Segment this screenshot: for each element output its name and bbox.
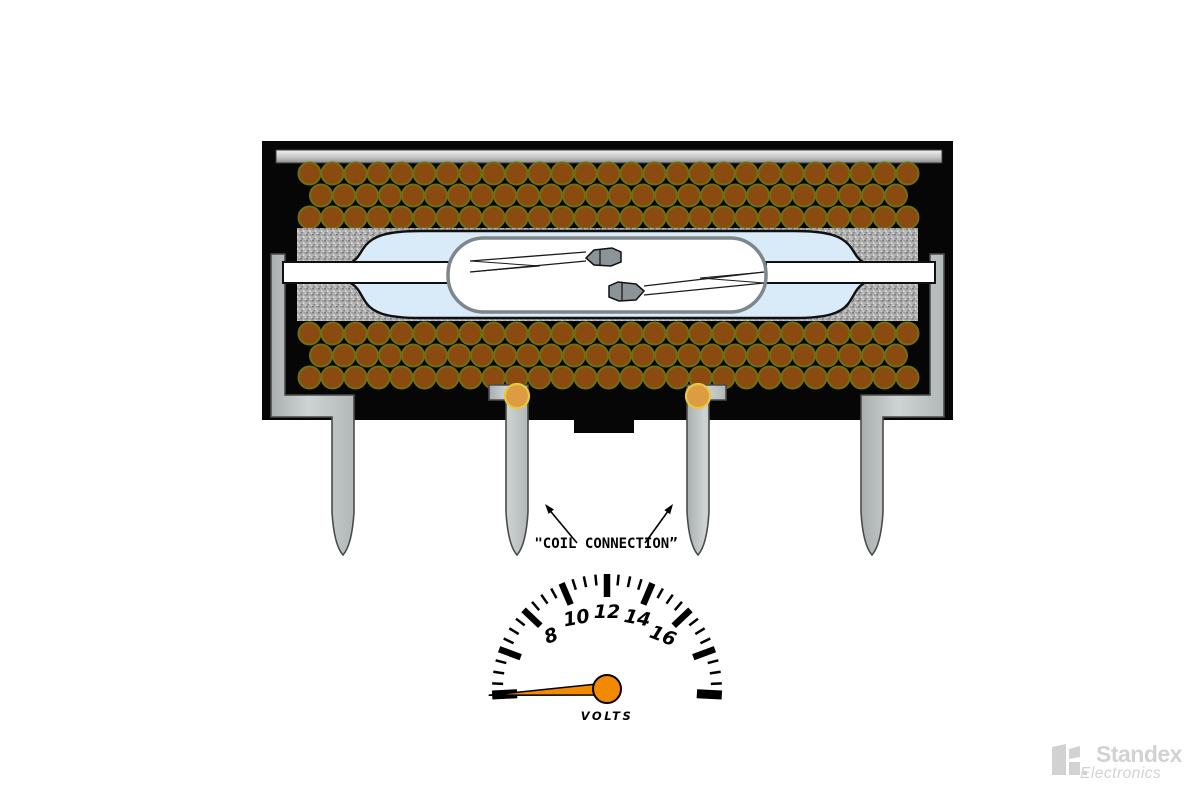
logo-division-text: Electronics [1080,765,1161,782]
gauge-tick-label: 12 [594,601,620,623]
right-annotation-arrowhead [664,504,673,515]
logo-mark-dot [1083,771,1087,775]
logo-brand-text: Standex [1096,741,1183,767]
left-coil-pin [488,384,529,557]
left-outer-pin [270,253,355,557]
logo-mark-block-bottom [1069,762,1080,775]
right-annotation-arrow [644,506,672,544]
left-coil-wire-terminal [503,382,531,410]
right-reed-blade [608,271,765,302]
left-contact-paddle [584,247,622,267]
left-switch-lead [282,261,451,284]
right-contact-paddle [608,281,646,302]
logo-mark-bar [1052,744,1066,775]
gauge-tick-label: 8 [541,623,561,648]
right-outer-pin [860,253,945,557]
coil-top [297,161,920,230]
right-coil-pin [686,384,727,557]
top-mounting-bar [275,149,943,164]
right-coil-wire-terminal [684,382,712,410]
gauge-tick-label: 14 [622,605,652,631]
gauge-needle-hub [592,674,622,704]
gauge-tick-label: 10 [562,605,592,631]
right-switch-lead [765,261,936,284]
logo-mark-block-top [1069,746,1080,759]
standex-logo: Standex Electronics [1052,741,1183,782]
coil-bottom [297,321,920,390]
gauge-needle [488,682,609,697]
gauge-unit-label: VOLTS [581,709,634,723]
left-annotation-arrow [546,506,578,544]
left-annotation-arrowhead [545,504,554,514]
body-bottom-notch [574,418,634,433]
coil-connection-annotation: "COIL CONNECTION” [534,504,678,552]
left-reed-blade [469,247,622,273]
coil-connection-label: "COIL CONNECTION” [534,536,677,552]
